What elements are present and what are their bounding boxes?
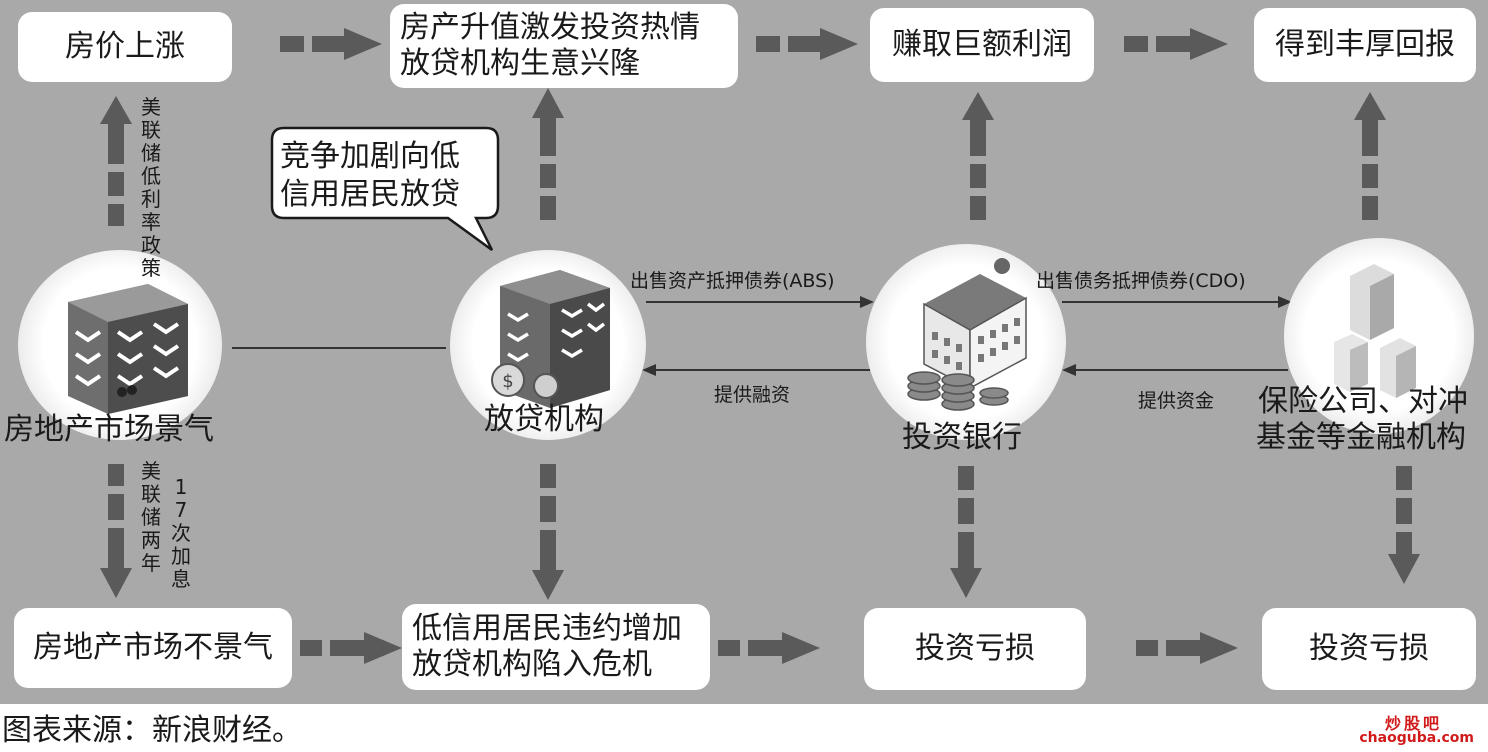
arrows-layer	[100, 28, 1420, 664]
arrow-profit-to-return	[1124, 28, 1228, 60]
box-default-line2: 放贷机构陷入危机	[412, 647, 652, 682]
flow-cdo-label: 出售债务抵押债券(CDO)	[1036, 270, 1246, 292]
box-default-line1: 低信用居民违约增加	[412, 611, 682, 646]
box-loss-funds-text: 投资亏损	[1309, 631, 1429, 666]
node-bank-label: 投资银行	[902, 420, 1022, 455]
box-appreciation: 房产升值激发投资热情 放贷机构生意兴隆	[390, 4, 738, 88]
node-real-estate	[18, 250, 222, 440]
callout-bubble: 竞争加剧向低 信用居民放贷	[270, 126, 502, 254]
bank-building-icon	[907, 258, 1027, 411]
node-bank	[866, 244, 1066, 440]
source-caption: 图表来源：新浪财经。	[2, 713, 302, 748]
box-default: 低信用居民违约增加 放贷机构陷入危机	[402, 604, 710, 690]
note-hikes-a: 美联储两年	[141, 459, 161, 575]
lender-building-icon: $	[491, 270, 610, 408]
svg-text:$: $	[502, 371, 513, 392]
box-huge-profit: 赚取巨额利润	[870, 8, 1094, 82]
watermark-brand: 炒股吧	[1384, 714, 1442, 733]
diagram-panel: 房价上涨 房产升值激发投资热情 放贷机构生意兴隆 赚取巨额利润 得到丰厚回报 房…	[0, 0, 1488, 704]
box-rich-return-text: 得到丰厚回报	[1275, 27, 1455, 62]
arrow-bank-down	[950, 466, 982, 598]
node-lender: $	[450, 250, 646, 440]
box-loss-bank-text: 投资亏损	[915, 631, 1035, 666]
flow-funding-label: 提供资金	[1138, 390, 1215, 412]
arrow-real-estate-down	[100, 464, 132, 598]
box-loss-bank: 投资亏损	[864, 608, 1086, 690]
flow-abs-label: 出售资产抵押债券(ABS)	[630, 270, 835, 292]
arrow-bank-up	[962, 92, 994, 220]
watermark-url: chaoguba.com	[1359, 730, 1474, 746]
callout-line1: 竞争加剧向低	[280, 139, 460, 174]
flow-financing-label: 提供融资	[714, 384, 791, 406]
arrow-price-to-appreciation	[280, 28, 382, 60]
arrow-lender-up	[532, 88, 564, 220]
box-market-down-text: 房地产市场不景气	[33, 630, 273, 665]
flow-funding-arrow	[1062, 364, 1288, 376]
box-rich-return: 得到丰厚回报	[1254, 8, 1476, 82]
flow-cdo-arrow	[1062, 296, 1292, 308]
node-real-estate-label: 房地产市场景气	[4, 412, 214, 447]
callout-text: 竞争加剧向低 信用居民放贷	[280, 138, 460, 214]
flow-financing-arrow	[642, 364, 870, 376]
callout-line2: 信用居民放贷	[280, 177, 460, 212]
arrow-downturn-to-default	[300, 632, 402, 664]
note-hikes-b: 17次加息	[171, 475, 191, 591]
box-appreciation-line2: 放贷机构生意兴隆	[400, 46, 640, 81]
node-lender-label: 放贷机构	[484, 402, 604, 437]
box-huge-profit-text: 赚取巨额利润	[892, 27, 1072, 62]
arrow-real-estate-up	[100, 96, 132, 226]
arrow-lender-down	[532, 464, 564, 600]
arrow-default-to-loss-bank	[718, 632, 820, 664]
arrow-appreciation-to-profit	[756, 28, 858, 60]
arrow-loss-bank-to-loss-funds	[1136, 632, 1238, 664]
city-towers-icon	[1334, 264, 1416, 398]
arrow-funds-down	[1388, 466, 1420, 584]
node-funds-label-line2: 基金等金融机构	[1256, 420, 1466, 455]
box-appreciation-line1: 房产升值激发投资热情	[400, 10, 700, 45]
box-price-rise: 房价上涨	[18, 12, 232, 82]
flow-abs-arrow	[646, 296, 874, 308]
box-loss-funds: 投资亏损	[1262, 608, 1476, 690]
box-price-rise-text: 房价上涨	[65, 29, 185, 64]
node-funds	[1284, 238, 1474, 434]
callout-bubble-shape	[270, 126, 500, 252]
arrow-funds-up	[1354, 92, 1386, 220]
node-funds-label-line1: 保险公司、对冲	[1258, 384, 1468, 419]
box-market-down: 房地产市场不景气	[14, 608, 292, 688]
note-low-rate: 美联储低利率政策	[141, 95, 161, 280]
office-building-icon	[68, 284, 188, 414]
